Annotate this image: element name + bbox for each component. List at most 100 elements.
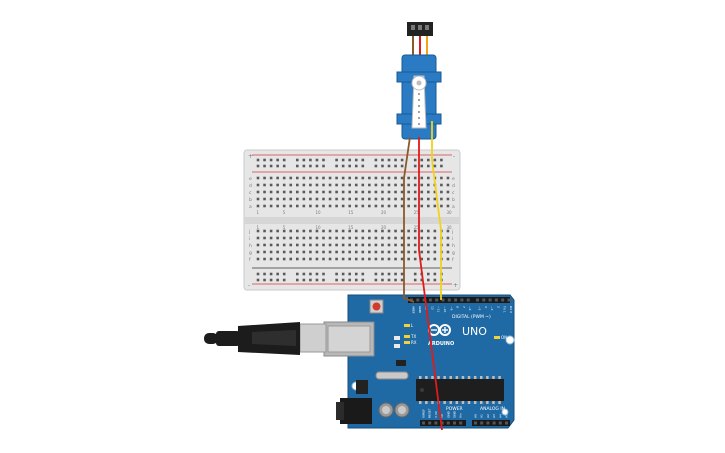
breadboard-hole[interactable] <box>413 236 417 240</box>
breadboard-hole[interactable] <box>368 204 371 208</box>
breadboard-hole[interactable] <box>374 257 378 261</box>
rail-hole[interactable] <box>302 164 306 168</box>
breadboard-hole[interactable] <box>282 250 286 254</box>
breadboard-hole[interactable] <box>315 176 319 180</box>
rail-hole[interactable] <box>276 278 279 282</box>
breadboard-hole[interactable] <box>400 243 404 247</box>
breadboard-hole[interactable] <box>322 176 325 180</box>
breadboard-hole[interactable] <box>341 243 345 247</box>
breadboard-hole[interactable] <box>433 190 437 194</box>
rail-hole[interactable] <box>427 164 430 168</box>
rail-hole[interactable] <box>413 272 417 276</box>
digital-pin-hole[interactable] <box>501 298 505 302</box>
digital-pin-hole[interactable] <box>494 298 498 302</box>
rail-hole[interactable] <box>296 278 299 282</box>
rail-hole[interactable] <box>381 278 384 282</box>
breadboard-hole[interactable] <box>374 190 378 194</box>
breadboard-hole[interactable] <box>361 183 365 187</box>
digital-pin-hole[interactable] <box>447 298 451 302</box>
breadboard-hole[interactable] <box>328 204 332 208</box>
breadboard-hole[interactable] <box>413 250 417 254</box>
breadboard-hole[interactable] <box>446 190 450 194</box>
breadboard-hole[interactable] <box>296 243 299 247</box>
breadboard-hole[interactable] <box>322 257 325 261</box>
rail-hole[interactable] <box>354 272 358 276</box>
breadboard-hole[interactable] <box>309 190 312 194</box>
breadboard-hole[interactable] <box>335 257 338 261</box>
breadboard-hole[interactable] <box>296 183 299 187</box>
rail-hole[interactable] <box>374 164 378 168</box>
breadboard-hole[interactable] <box>446 183 450 187</box>
breadboard-hole[interactable] <box>289 190 293 194</box>
breadboard-hole[interactable] <box>256 183 260 187</box>
breadboard-hole[interactable] <box>322 250 325 254</box>
breadboard-hole[interactable] <box>289 204 293 208</box>
breadboard-hole[interactable] <box>413 176 417 180</box>
breadboard-hole[interactable] <box>394 257 397 261</box>
power-pin-hole[interactable] <box>446 421 450 425</box>
breadboard-hole[interactable] <box>374 236 378 240</box>
breadboard-hole[interactable] <box>263 190 266 194</box>
breadboard-hole[interactable] <box>289 229 293 233</box>
breadboard-hole[interactable] <box>407 236 410 240</box>
breadboard-hole[interactable] <box>309 204 312 208</box>
rail-hole[interactable] <box>420 158 424 162</box>
rail-hole[interactable] <box>427 272 430 276</box>
breadboard-hole[interactable] <box>433 229 437 233</box>
breadboard-hole[interactable] <box>440 204 443 208</box>
breadboard-hole[interactable] <box>348 190 351 194</box>
rail-hole[interactable] <box>309 278 312 282</box>
breadboard-hole[interactable] <box>361 236 365 240</box>
breadboard-hole[interactable] <box>322 183 325 187</box>
breadboard-hole[interactable] <box>420 229 424 233</box>
breadboard-hole[interactable] <box>348 229 351 233</box>
breadboard-hole[interactable] <box>361 190 365 194</box>
breadboard-hole[interactable] <box>427 257 430 261</box>
breadboard-hole[interactable] <box>263 243 266 247</box>
breadboard-hole[interactable] <box>394 204 397 208</box>
breadboard-hole[interactable] <box>276 190 279 194</box>
breadboard-hole[interactable] <box>348 176 351 180</box>
rail-hole[interactable] <box>387 272 391 276</box>
breadboard-hole[interactable] <box>394 236 397 240</box>
breadboard-hole[interactable] <box>296 229 299 233</box>
breadboard-hole[interactable] <box>387 204 391 208</box>
rail-hole[interactable] <box>440 158 443 162</box>
breadboard-hole[interactable] <box>368 197 371 201</box>
breadboard-hole[interactable] <box>381 257 384 261</box>
breadboard-hole[interactable] <box>276 250 279 254</box>
rail-hole[interactable] <box>322 272 325 276</box>
rail-hole[interactable] <box>263 158 266 162</box>
rail-hole[interactable] <box>394 158 397 162</box>
breadboard-hole[interactable] <box>276 243 279 247</box>
reset-button[interactable] <box>372 302 381 311</box>
breadboard-hole[interactable] <box>276 197 279 201</box>
rail-hole[interactable] <box>374 278 378 282</box>
breadboard-hole[interactable] <box>322 197 325 201</box>
breadboard-hole[interactable] <box>420 176 424 180</box>
rail-hole[interactable] <box>315 272 319 276</box>
digital-pin-hole[interactable] <box>476 298 479 302</box>
breadboard-hole[interactable] <box>256 197 260 201</box>
analog-pin-hole[interactable] <box>492 421 496 425</box>
breadboard-hole[interactable] <box>361 197 365 201</box>
breadboard-hole[interactable] <box>302 204 306 208</box>
breadboard-hole[interactable] <box>315 250 319 254</box>
rail-hole[interactable] <box>381 272 384 276</box>
breadboard-hole[interactable] <box>256 243 260 247</box>
rail-hole[interactable] <box>269 158 273 162</box>
breadboard-hole[interactable] <box>348 243 351 247</box>
breadboard-hole[interactable] <box>400 250 404 254</box>
breadboard-hole[interactable] <box>354 236 358 240</box>
breadboard-hole[interactable] <box>413 229 417 233</box>
breadboard-hole[interactable] <box>361 229 365 233</box>
breadboard-hole[interactable] <box>381 204 384 208</box>
breadboard-hole[interactable] <box>289 243 293 247</box>
breadboard-hole[interactable] <box>433 257 437 261</box>
breadboard-hole[interactable] <box>348 183 351 187</box>
breadboard-hole[interactable] <box>328 190 332 194</box>
breadboard-hole[interactable] <box>381 250 384 254</box>
rail-hole[interactable] <box>269 272 273 276</box>
breadboard-hole[interactable] <box>296 176 299 180</box>
